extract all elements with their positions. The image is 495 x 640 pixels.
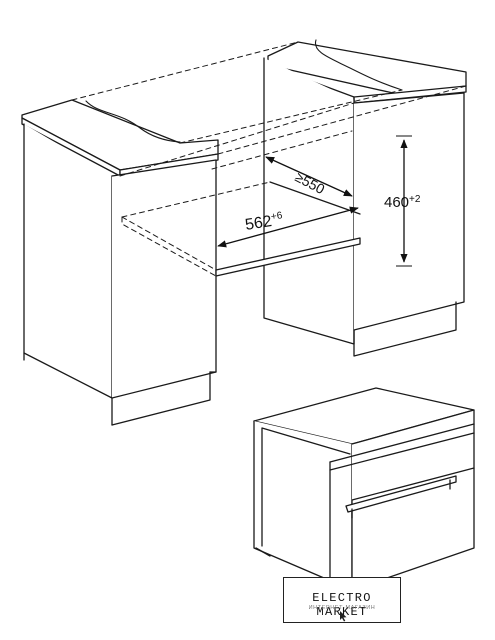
width-tolerance: +6 <box>270 210 283 223</box>
watermark-logo: ELECTRO MARKET ИНТЕРНЕТ-МАГАЗИН <box>283 577 401 623</box>
dimension-height <box>396 135 412 267</box>
right-cabinet <box>263 39 467 357</box>
height-main: 460 <box>384 194 409 211</box>
height-tolerance: +2 <box>409 194 421 205</box>
oven-appliance <box>253 387 475 601</box>
left-cabinet <box>21 99 219 426</box>
dimension-width <box>217 206 359 248</box>
watermark-subtitle: ИНТЕРНЕТ-МАГАЗИН <box>308 605 376 611</box>
watermark-title: ELECTRO MARKET <box>312 591 372 619</box>
dashed-outline <box>71 41 467 277</box>
cursor-arrow-icon <box>340 611 347 622</box>
height-label: 460+2 <box>384 194 421 211</box>
width-label: 562+6 <box>244 210 285 234</box>
width-main: 562 <box>244 213 273 234</box>
dimension-depth <box>265 156 353 197</box>
